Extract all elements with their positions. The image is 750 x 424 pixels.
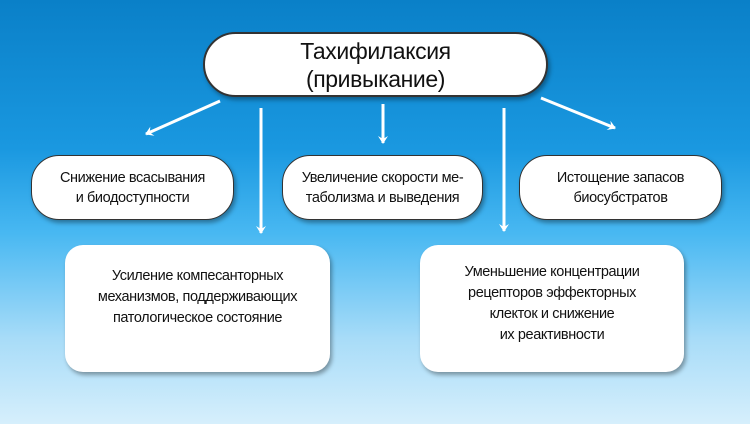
root-subtitle: (привыкание) [305,65,446,92]
node-text: Снижение всасывания [59,169,206,186]
node-text: клекток и снижение [489,305,615,322]
root-title: Тахифилаксия [300,37,451,64]
node-compensatory: Усиление компесанторных механизмов, подд… [65,245,330,372]
node-receptors: Уменьшение концентрации рецепторов эффек… [420,245,684,372]
node-text: их реактивности [499,326,605,343]
arrow-to-absorption [145,99,221,136]
node-text: Усиление компесанторных [111,268,284,284]
node-depletion: Истощение запасов биосубстратов [519,155,722,220]
node-metabolism: Увеличение скорости ме- таболизма и выве… [282,155,483,220]
node-text: рецепторов эффекторных [468,284,636,301]
node-text: Истощение запасов [556,169,685,186]
node-text: Увеличение скорости ме- [301,169,464,186]
node-text: таболизма и выведения [305,189,460,206]
node-text: биосубстратов [573,189,668,206]
node-text: механизмов, поддерживающих [97,289,298,305]
node-text: и биодоступности [75,189,190,206]
arrow-to-depletion [540,96,616,131]
node-text: Уменьшение концентрации [464,263,640,280]
root-node-tachyphylaxis: Тахифилаксия (привыкание) [203,32,548,97]
node-absorption: Снижение всасывания и биодоступности [31,155,234,220]
node-text: патологическое состояние [112,310,283,326]
